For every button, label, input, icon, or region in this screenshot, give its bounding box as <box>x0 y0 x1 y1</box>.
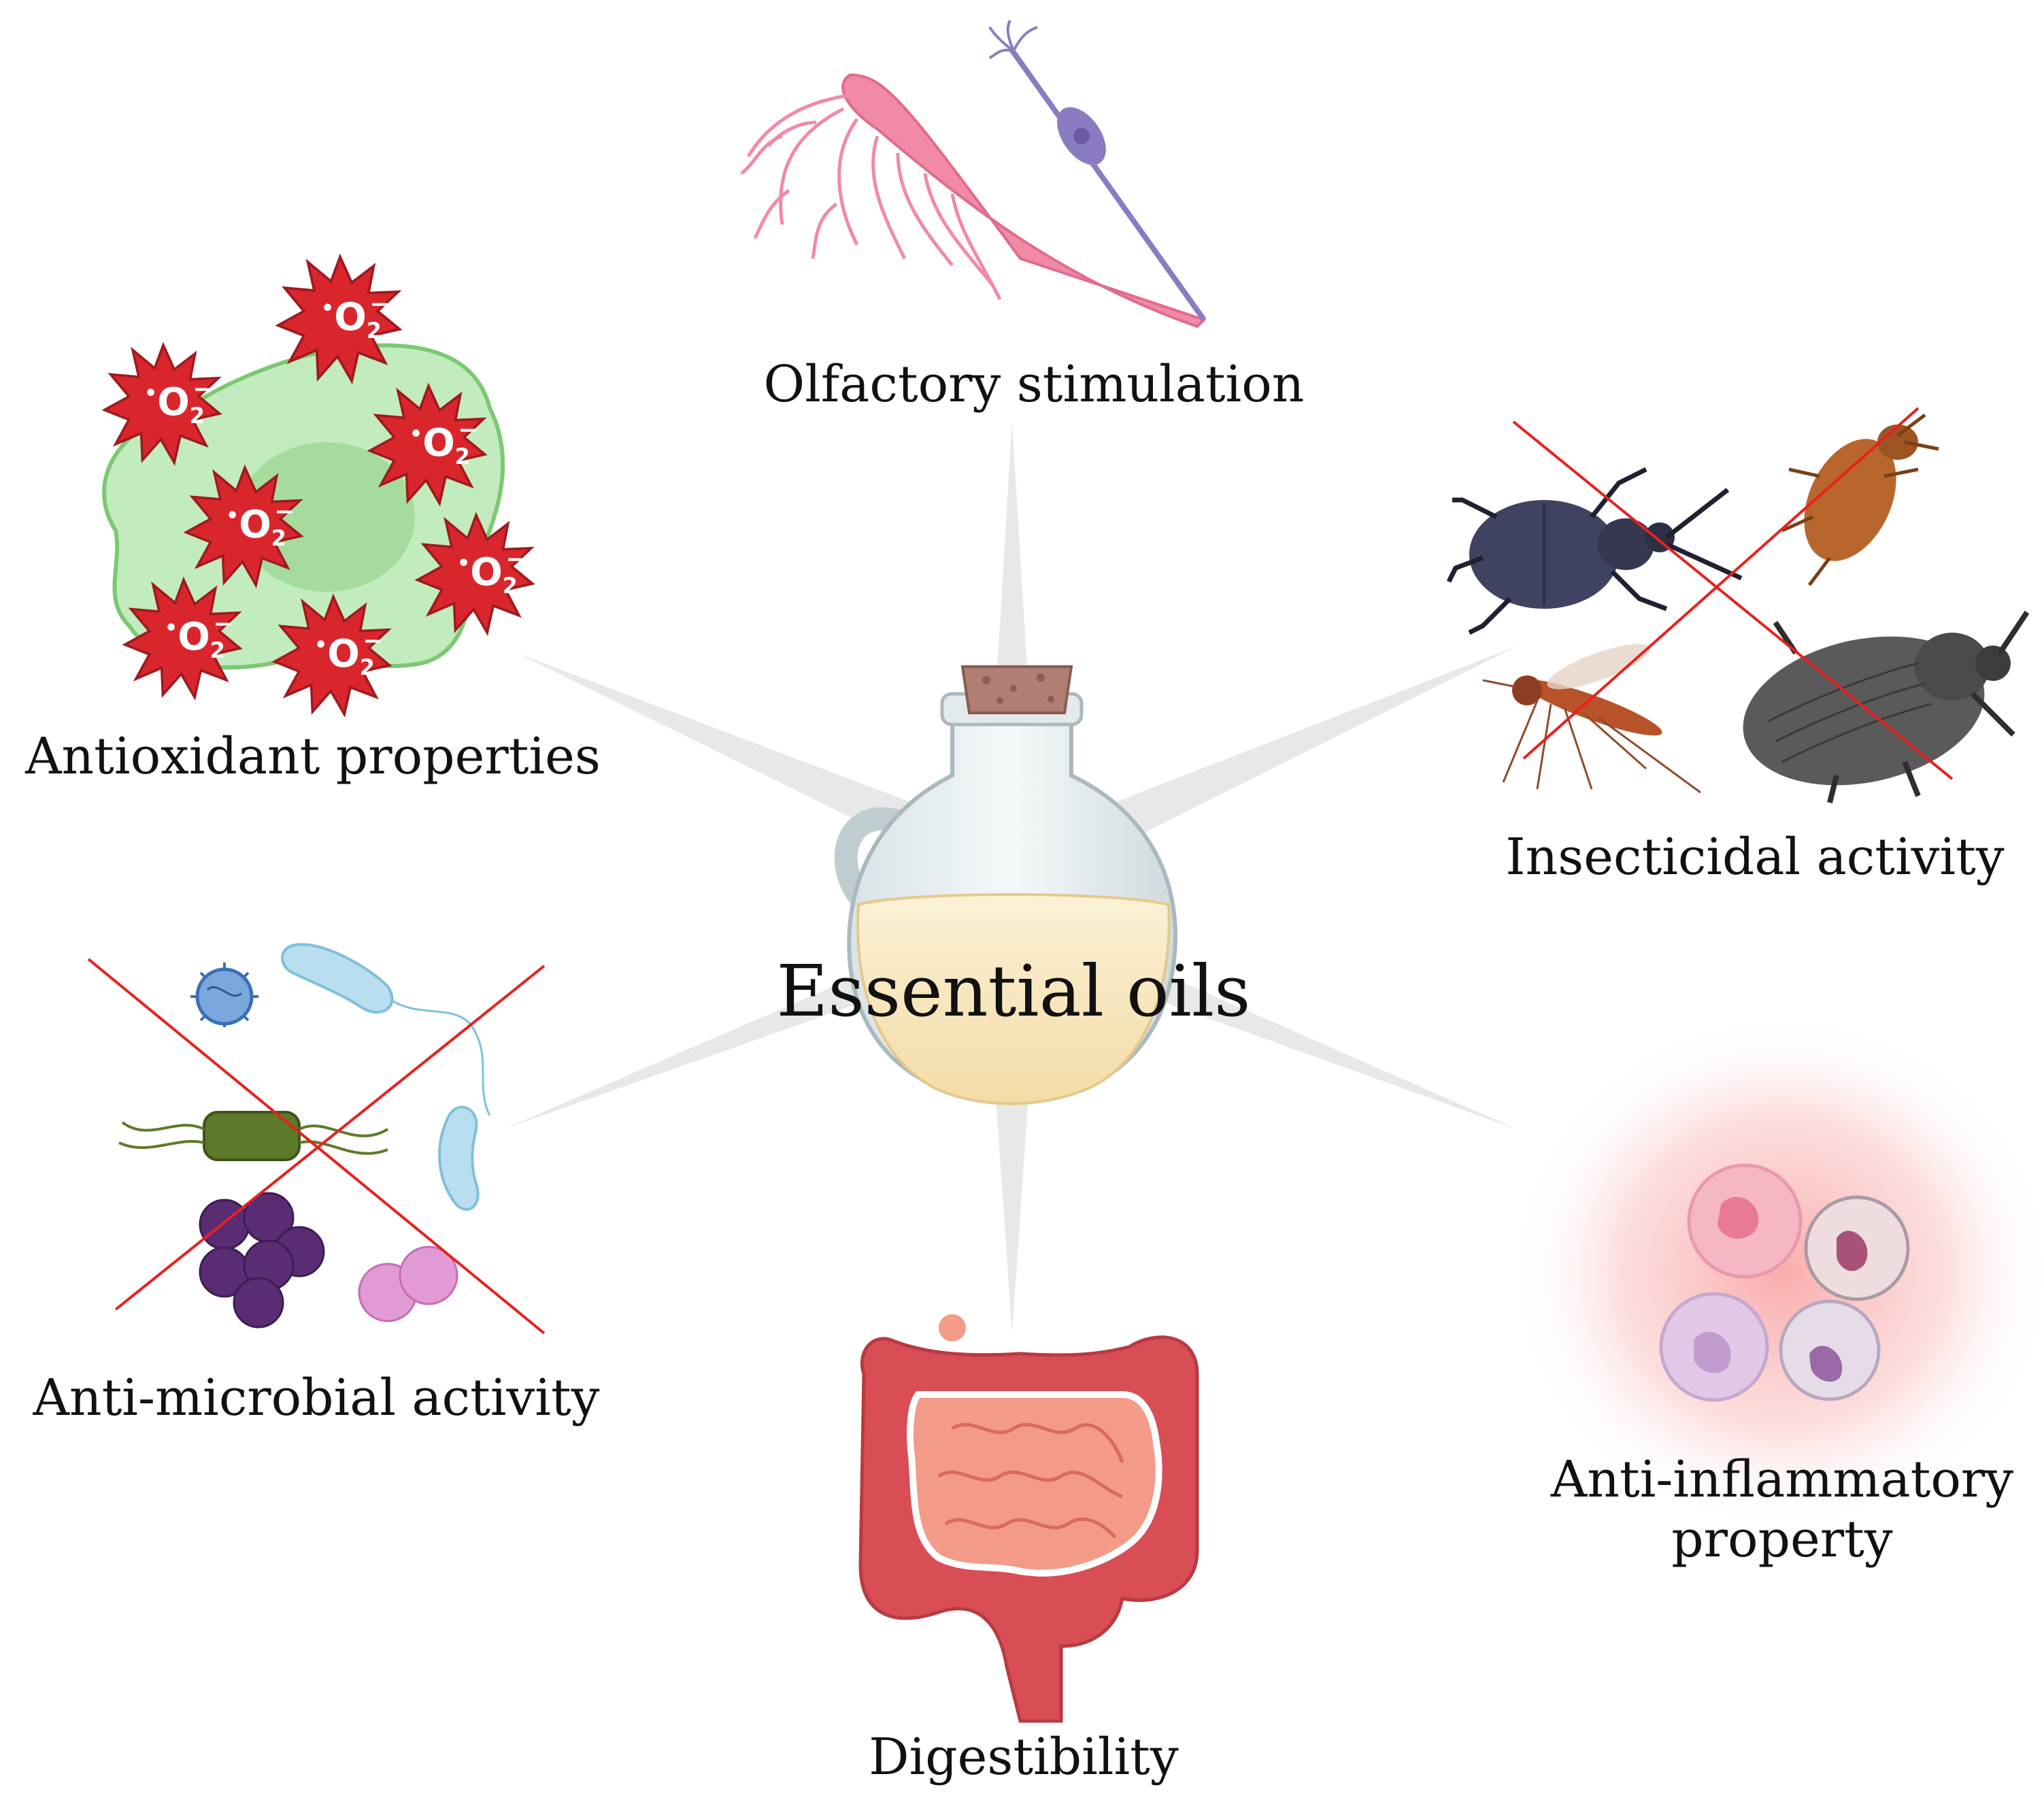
radical-labels: •O2− •O2− •O2− •O2− •O2− •O2− •O2− <box>144 290 526 680</box>
olfactory-label: Olfactory stimulation <box>764 355 1305 414</box>
radical-formula: •O2− <box>314 627 383 680</box>
leukocyte-icon <box>1687 1163 1803 1279</box>
black-beetle-icon <box>1446 467 1743 635</box>
radical-formula: •O2− <box>321 290 390 344</box>
leukocyte-icon <box>1804 1195 1910 1301</box>
insecticidal-label: Insecticidal activity <box>1505 828 2004 886</box>
olfactory-neurons-icon <box>740 20 1207 329</box>
intestine-icon <box>858 1314 1199 1723</box>
microbes-cross-icon <box>87 958 546 1335</box>
curved-bacterium-icon <box>438 1105 480 1211</box>
radical-formula: •O2− <box>457 546 526 599</box>
antimicrobial-label: Anti-microbial activity <box>32 1369 599 1427</box>
radical-formula: •O2− <box>226 498 295 551</box>
antiinflammatory-label-line1: Anti-inflammatory <box>1550 1450 2013 1509</box>
insects-cross-icon <box>1512 407 1954 780</box>
radical-formula: •O2− <box>144 375 213 429</box>
antioxidant-label: Antioxidant properties <box>24 727 601 786</box>
leukocyte-icon <box>1779 1299 1881 1401</box>
grey-beetle-icon <box>1743 610 2030 803</box>
digestibility-label: Digestibility <box>869 1728 1179 1786</box>
ray-downright <box>1068 932 1517 1129</box>
diplococcus-icon <box>358 1246 458 1322</box>
center-label: Essential oils <box>776 950 1250 1033</box>
ray-upright <box>1061 646 1517 864</box>
radical-formula: •O2− <box>165 610 233 663</box>
inflammation-icon <box>1510 1014 2044 1531</box>
insects-icon <box>1446 407 2030 803</box>
leukocyte-icon <box>1659 1292 1769 1402</box>
brown-beetle-icon <box>1781 414 1939 586</box>
flagellated-bacterium-icon <box>118 1111 389 1161</box>
mosquito-icon <box>1482 644 1701 794</box>
coccus-cluster-icon <box>199 1192 325 1329</box>
antiinflammatory-label-line2: property <box>1671 1510 1893 1569</box>
radical-formula: •O2− <box>409 416 478 469</box>
virus-icon <box>190 963 258 1027</box>
ray-upleft <box>517 653 966 864</box>
microbes-icon <box>87 943 546 1335</box>
rod-bacterium-icon <box>281 943 491 1116</box>
star-rays <box>503 422 1517 1333</box>
oil-bottle-icon <box>834 665 1177 1105</box>
ray-downleft <box>503 932 959 1129</box>
